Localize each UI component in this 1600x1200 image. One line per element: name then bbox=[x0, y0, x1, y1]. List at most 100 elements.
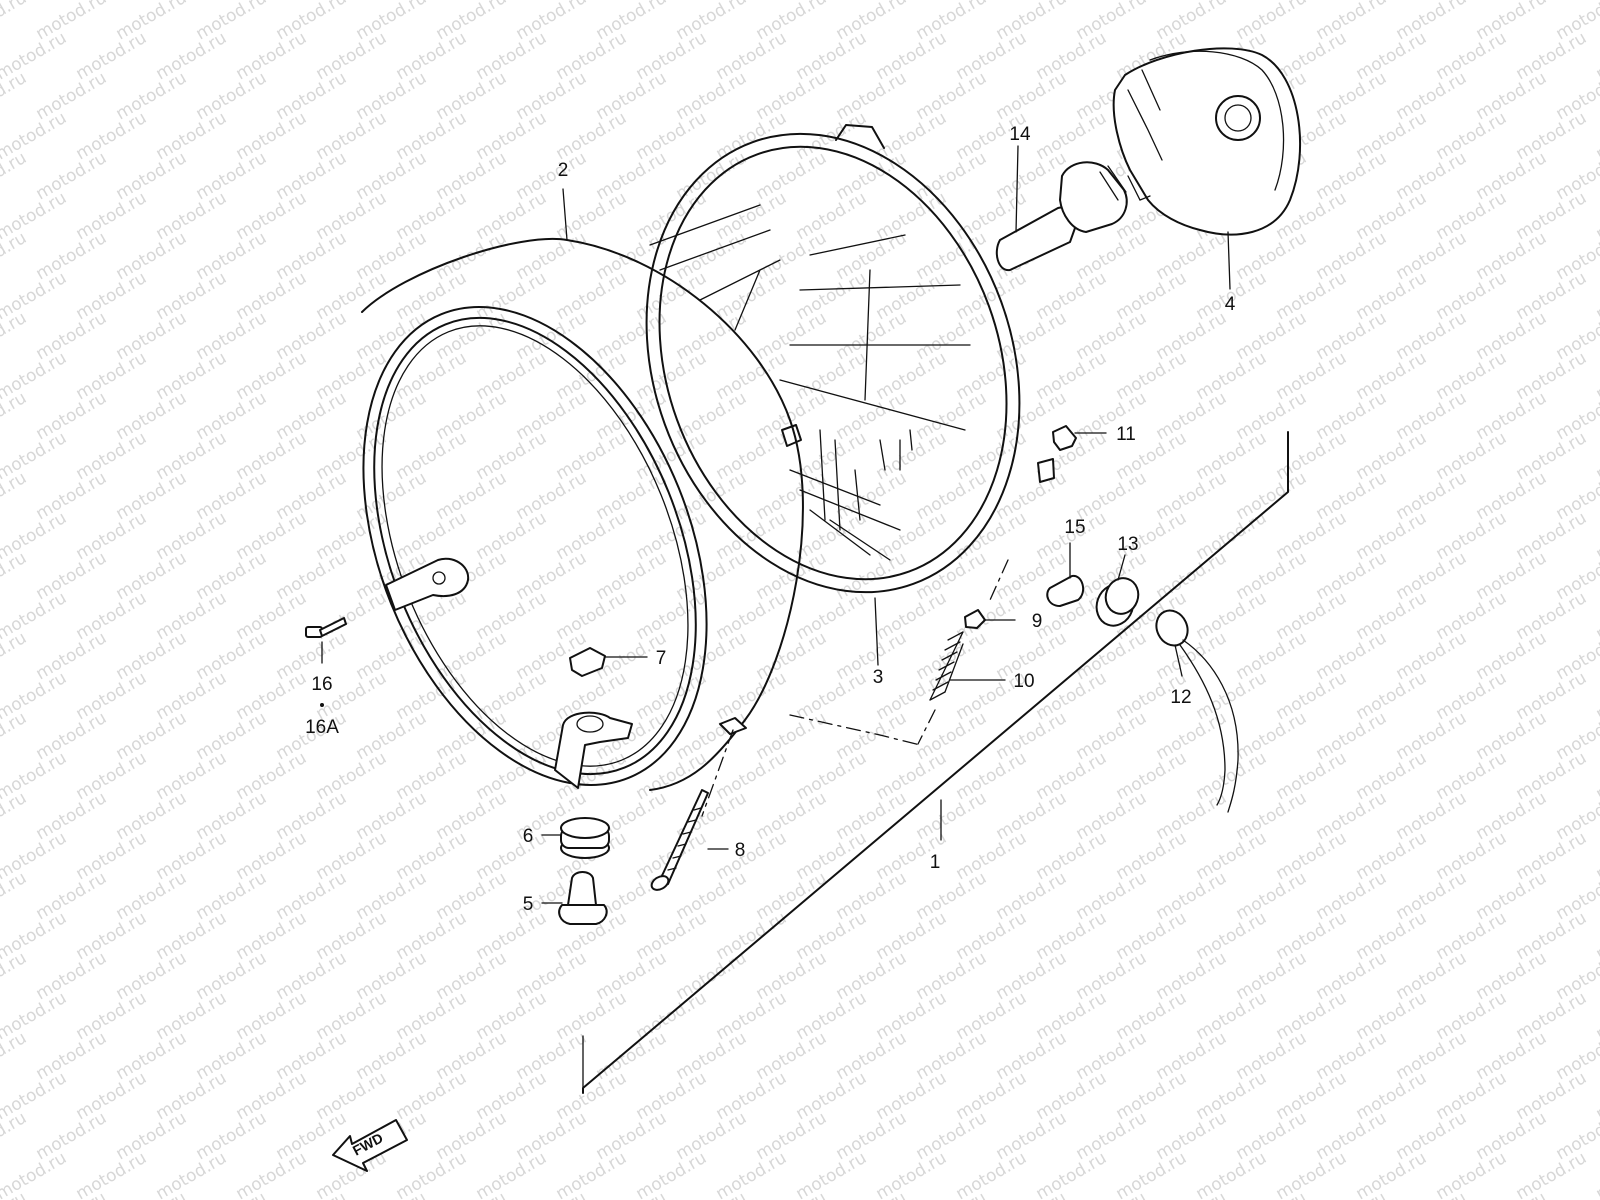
callout-9: 9 bbox=[1032, 611, 1043, 632]
watermark-text: motod.ru bbox=[1073, 788, 1151, 844]
watermark-text: motod.ru bbox=[0, 468, 30, 524]
watermark-text: motod.ru bbox=[753, 548, 831, 604]
watermark-text: motod.ru bbox=[913, 788, 991, 844]
watermark-text: motod.ru bbox=[233, 748, 311, 804]
watermark-text: motod.ru bbox=[593, 1108, 671, 1164]
watermark-text: motod.ru bbox=[753, 788, 831, 844]
watermark-text: motod.ru bbox=[353, 1028, 431, 1084]
watermark-text: motod.ru bbox=[193, 1108, 271, 1164]
watermark-text: motod.ru bbox=[1233, 468, 1311, 524]
watermark-text: motod.ru bbox=[1393, 308, 1471, 364]
watermark-text: motod.ru bbox=[1353, 1068, 1431, 1124]
watermark-text: motod.ru bbox=[1513, 828, 1591, 884]
watermark-text: motod.ru bbox=[993, 1108, 1071, 1164]
watermark-text: motod.ru bbox=[793, 28, 871, 84]
watermark-text: motod.ru bbox=[33, 548, 111, 604]
watermark-text: motod.ru bbox=[553, 1068, 631, 1124]
watermark-text: motod.ru bbox=[993, 948, 1071, 1004]
watermark-text: motod.ru bbox=[1193, 828, 1271, 884]
watermark-text: motod.ru bbox=[673, 1028, 751, 1084]
watermark-text: motod.ru bbox=[1073, 1188, 1151, 1200]
watermark-text: motod.ru bbox=[1073, 628, 1151, 684]
watermark-text: motod.ru bbox=[753, 308, 831, 364]
watermark-text: motod.ru bbox=[393, 28, 471, 84]
watermark-text: motod.ru bbox=[33, 308, 111, 364]
watermark-text: motod.ru bbox=[1193, 1068, 1271, 1124]
watermark-text: motod.ru bbox=[513, 1028, 591, 1084]
watermark-text: motod.ru bbox=[433, 788, 511, 844]
watermark-text: motod.ru bbox=[193, 228, 271, 284]
watermark-text: motod.ru bbox=[1353, 988, 1431, 1044]
watermark-text: motod.ru bbox=[1113, 1148, 1191, 1200]
watermark-text: motod.ru bbox=[473, 748, 551, 804]
watermark-text: motod.ru bbox=[553, 28, 631, 84]
watermark-text: motod.ru bbox=[1193, 748, 1271, 804]
watermark-text: motod.ru bbox=[873, 588, 951, 644]
watermark-text: motod.ru bbox=[1313, 1188, 1391, 1200]
watermark-text: motod.ru bbox=[1353, 668, 1431, 724]
watermark-text: motod.ru bbox=[33, 1108, 111, 1164]
watermark-text: motod.ru bbox=[713, 828, 791, 884]
watermark-text: motod.ru bbox=[793, 908, 871, 964]
watermark-text: motod.ru bbox=[833, 308, 911, 364]
watermark-text: motod.ru bbox=[1113, 748, 1191, 804]
watermark-text: motod.ru bbox=[1433, 108, 1511, 164]
callout-5: 5 bbox=[523, 894, 534, 915]
watermark-text: motod.ru bbox=[513, 548, 591, 604]
watermark-text: motod.ru bbox=[1073, 388, 1151, 444]
assembly-bracket bbox=[582, 431, 1289, 1094]
watermark-text: motod.ru bbox=[273, 1028, 351, 1084]
watermark-text: motod.ru bbox=[1353, 828, 1431, 884]
watermark-text: motod.ru bbox=[1193, 348, 1271, 404]
watermark-text: motod.ru bbox=[713, 268, 791, 324]
watermark-text: motod.ru bbox=[1233, 868, 1311, 924]
watermark-text: motod.ru bbox=[233, 188, 311, 244]
watermark-text: motod.ru bbox=[1313, 948, 1391, 1004]
watermark-text: motod.ru bbox=[193, 1028, 271, 1084]
watermark-text: motod.ru bbox=[913, 148, 991, 204]
watermark-text: motod.ru bbox=[153, 1068, 231, 1124]
watermark-text: motod.ru bbox=[1033, 1148, 1111, 1200]
watermark-text: motod.ru bbox=[1233, 788, 1311, 844]
watermark-text: motod.ru bbox=[1313, 548, 1391, 604]
watermark-text: motod.ru bbox=[713, 28, 791, 84]
watermark-text: motod.ru bbox=[313, 428, 391, 484]
watermark-text: motod.ru bbox=[593, 68, 671, 124]
watermark-text: motod.ru bbox=[393, 188, 471, 244]
watermark-text: motod.ru bbox=[1513, 428, 1591, 484]
watermark-text: motod.ru bbox=[673, 228, 751, 284]
watermark-text: motod.ru bbox=[1393, 468, 1471, 524]
watermark-text: motod.ru bbox=[73, 1148, 151, 1200]
watermark-text: motod.ru bbox=[873, 268, 951, 324]
watermark-text: motod.ru bbox=[313, 188, 391, 244]
watermark-text: motod.ru bbox=[1353, 588, 1431, 644]
watermark-text: motod.ru bbox=[633, 588, 711, 644]
watermark-text: motod.ru bbox=[1513, 348, 1591, 404]
watermark-text: motod.ru bbox=[1473, 308, 1551, 364]
watermark-text: motod.ru bbox=[633, 268, 711, 324]
watermark-text: motod.ru bbox=[1593, 908, 1600, 964]
watermark-text: motod.ru bbox=[673, 708, 751, 764]
watermark-text: motod.ru bbox=[73, 988, 151, 1044]
watermark-text: motod.ru bbox=[273, 228, 351, 284]
watermark-text: motod.ru bbox=[1433, 428, 1511, 484]
watermark-text: motod.ru bbox=[1433, 988, 1511, 1044]
watermark-text: motod.ru bbox=[0, 388, 30, 444]
watermark-text: motod.ru bbox=[393, 1068, 471, 1124]
watermark-text: motod.ru bbox=[1433, 1068, 1511, 1124]
watermark-text: motod.ru bbox=[1193, 588, 1271, 644]
watermark-text: motod.ru bbox=[313, 268, 391, 324]
callout-2: 2 bbox=[558, 160, 569, 181]
watermark-text: motod.ru bbox=[273, 948, 351, 1004]
watermark-text: motod.ru bbox=[1433, 588, 1511, 644]
watermark-text: motod.ru bbox=[353, 148, 431, 204]
hardware-parts bbox=[305, 425, 1239, 925]
watermark-text: motod.ru bbox=[113, 628, 191, 684]
watermark-text: motod.ru bbox=[1073, 228, 1151, 284]
watermark-text: motod.ru bbox=[0, 1108, 30, 1164]
watermark-text: motod.ru bbox=[1393, 1028, 1471, 1084]
watermark-text: motod.ru bbox=[713, 908, 791, 964]
watermark-text: motod.ru bbox=[433, 228, 511, 284]
watermark-text: motod.ru bbox=[553, 108, 631, 164]
watermark-text: motod.ru bbox=[1313, 228, 1391, 284]
